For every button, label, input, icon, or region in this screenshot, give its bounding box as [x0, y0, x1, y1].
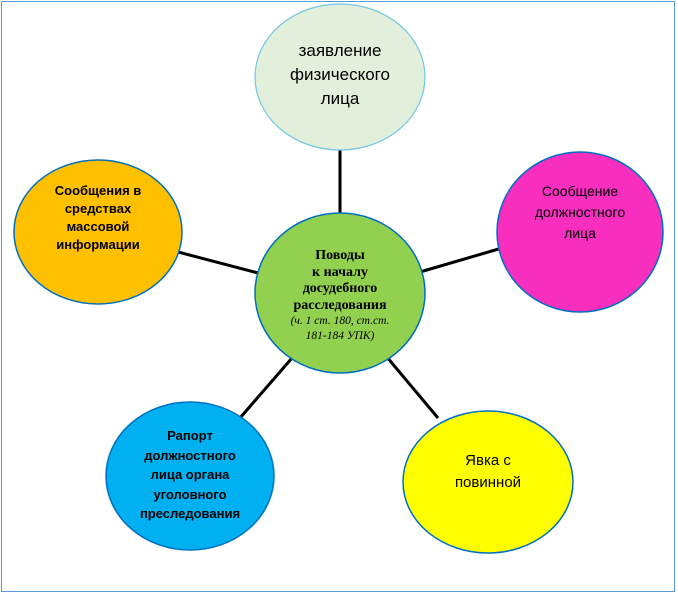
center-title-line-3: досудебного	[302, 281, 378, 296]
node-right-line-2: должностного	[534, 203, 626, 220]
node-bottom-right-circle	[402, 410, 574, 554]
center-node-circle	[254, 212, 426, 374]
node-bottom-right-line-2: повинной	[454, 474, 522, 491]
node-bottom-left-line-3: лица органа	[150, 467, 230, 483]
node-right-text: Сообщение должностного лица	[510, 172, 650, 252]
node-right-line-1: Сообщение	[541, 182, 619, 199]
node-bottom-left-line-1: Рапорт	[167, 428, 213, 444]
connector-left	[177, 250, 263, 276]
node-left-line-1: Сообщения в	[54, 183, 142, 198]
node-left-line-3: массовой	[66, 219, 130, 234]
center-node-text: Поводы к началу досудебного расследовани…	[270, 240, 410, 352]
node-top-line-3: лица	[320, 89, 360, 108]
node-top-line-1: заявление	[298, 41, 382, 60]
node-right-circle	[496, 151, 664, 313]
center-note-line-1: (ч. 1 ст. 180, ст.ст.	[290, 315, 390, 327]
node-left-circle	[13, 159, 183, 305]
node-bottom-right-line-1: Явка с	[465, 452, 511, 469]
node-left-line-2: средствах	[64, 201, 132, 216]
center-title-line-1: Поводы	[315, 248, 365, 263]
connector-bottom-right	[384, 355, 440, 419]
node-bottom-left-text: Рапорт должностного лица органа уголовно…	[120, 420, 260, 530]
connector-bottom-left	[238, 357, 294, 419]
node-bottom-left-line-5: преследования	[139, 506, 241, 522]
node-bottom-left-line-4: уголовного	[153, 486, 227, 502]
center-title-line-2: к началу	[312, 264, 368, 280]
node-top-line-2: физического	[290, 65, 390, 84]
node-bottom-left-line-2: должностного	[144, 447, 236, 463]
node-left-text: Сообщения в средствах массовой информаци…	[30, 178, 166, 258]
center-note-line-2: 181-184 УПК)	[305, 330, 375, 342]
node-top-circle	[254, 3, 426, 151]
node-top-text: заявление физического лица	[265, 20, 415, 130]
node-bottom-right-text: Явка с повинной	[420, 440, 556, 504]
node-right-line-3: лица	[564, 224, 596, 241]
center-title-line-4: расследования	[293, 297, 387, 313]
node-left-line-4: информации	[56, 237, 140, 252]
node-bottom-left-circle	[105, 401, 275, 551]
connector-right	[419, 246, 503, 274]
